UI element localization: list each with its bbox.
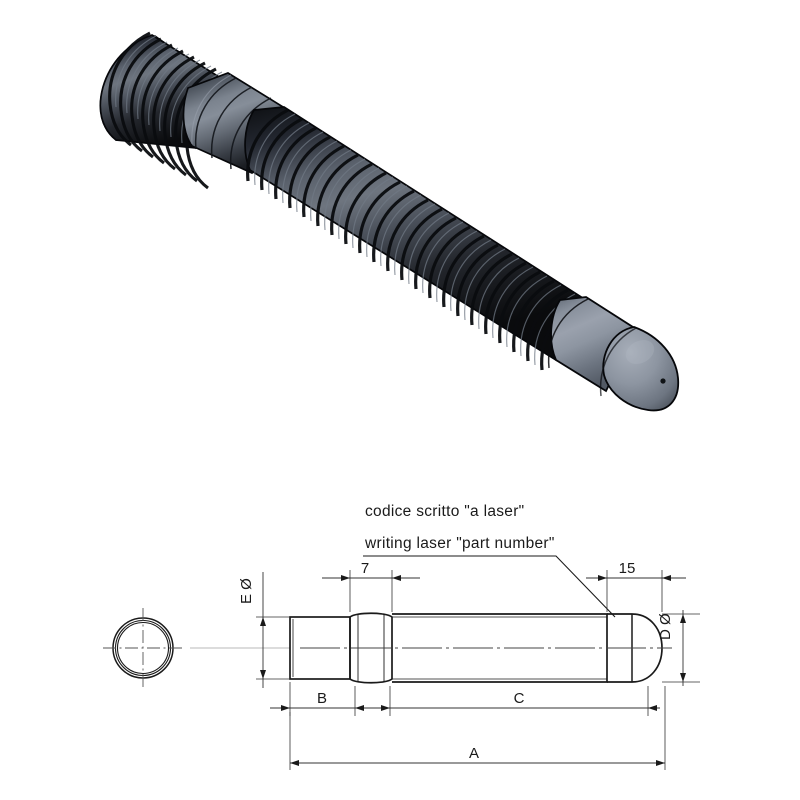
dome-tangent-seam [599,327,637,397]
end-section-view [103,608,183,688]
tube-ribbed-segment-right [244,106,588,371]
tube-assembly [99,31,680,412]
arrow-b-right [355,705,364,711]
end-view-inner-circle [116,621,170,675]
rib-highlights-left [115,35,223,144]
annotation-line-italian: codice scritto "a laser" [365,503,524,520]
annotation-leader-line [363,555,616,618]
dim-label-collar-width: 7 [361,560,369,577]
dim-label-a: A [469,745,479,762]
rib-grooves-right [246,108,583,371]
arrow-d-top [680,614,686,623]
dim-label-d-diameter: D Ø [657,613,674,640]
arrow-a-left [290,760,299,766]
laser-dot-icon [660,378,666,384]
tube-dome-tip [599,326,680,412]
arrow-7-left [341,575,350,581]
arrow-c-left [381,705,390,711]
arrow-a-right [656,760,665,766]
dim-label-c: C [514,690,525,707]
arrow-e-top [260,617,266,626]
rib-highlights-right [254,113,576,366]
arrow-15-left [598,575,607,581]
dim-label-tip-length: 15 [619,560,636,577]
arrow-e-bottom [260,670,266,679]
arrow-15-right [662,575,671,581]
collar-division-lines [194,77,272,170]
annotation-line-english: writing laser "part number" [364,535,555,552]
arrow-7-right [392,575,401,581]
rib-grooves-left [108,31,228,190]
tip-shank-seam [547,298,589,369]
dimension-b: B [270,682,375,716]
dimension-a-overall: A [289,686,666,770]
dim-label-e-diameter: E Ø [238,578,255,604]
dimension-c: C [370,686,660,716]
dimension-e-diameter: E Ø [238,572,290,688]
side-profile-view [289,612,672,684]
dim-label-b: B [317,690,327,707]
laser-marking-annotation: codice scritto "a laser" writing laser "… [363,503,616,618]
collar-highlight [191,74,232,145]
dome-specular-highlight [625,340,655,364]
dimension-d-diameter: D Ø [657,610,700,686]
dimension-tip-length: 15 [586,560,686,612]
dimension-collar-width: 7 [322,560,420,612]
arrow-d-bottom [680,673,686,682]
isometric-render [99,31,680,412]
arrow-c-right [648,705,657,711]
arrow-b-left [281,705,290,711]
